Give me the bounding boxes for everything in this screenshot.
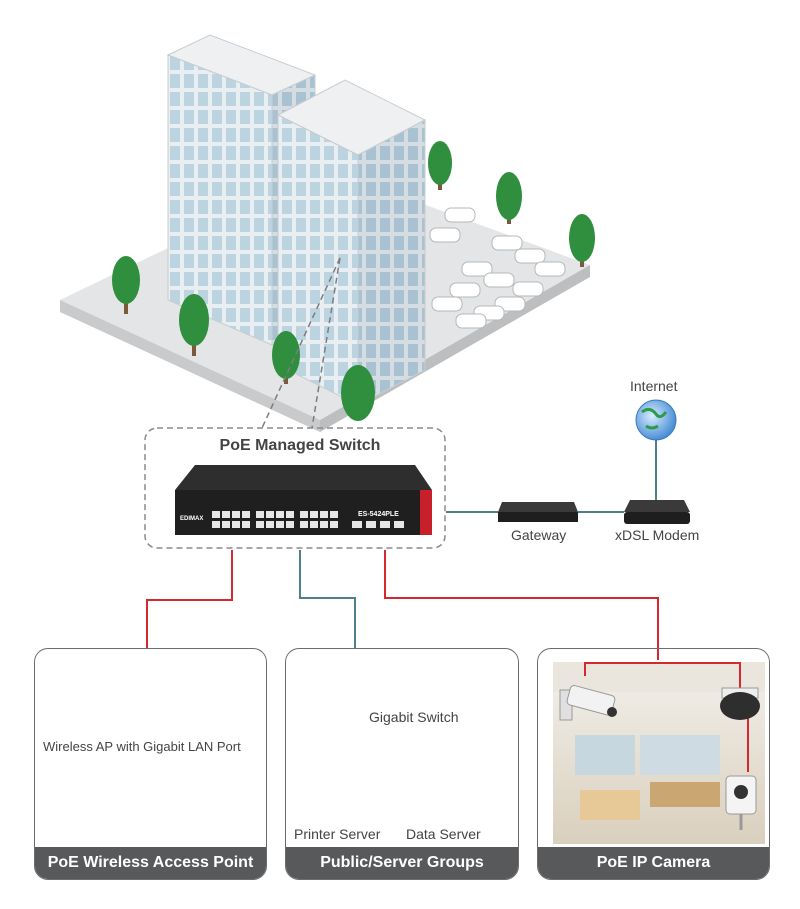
modem-label: xDSL Modem: [615, 527, 700, 543]
gateway-device: [498, 502, 578, 522]
panel-server-title: Public/Server Groups: [286, 847, 518, 879]
callout-lines: [261, 257, 341, 429]
wireless-ap-label: Wireless AP with Gigabit LAN Port: [43, 739, 241, 754]
panel-wireless-title: PoE Wireless Access Point: [35, 847, 266, 879]
downlink-cables: [146, 550, 659, 665]
panel-camera-title: PoE IP Camera: [538, 847, 769, 879]
uplink-cables: [446, 438, 657, 513]
bullet-camera-icon: [559, 685, 617, 721]
cube-camera-icon: [725, 775, 757, 830]
data-server-label: Data Server: [406, 826, 481, 842]
switch-model: ES-5424PLE: [358, 511, 399, 518]
panel-camera-graphics: [553, 662, 765, 844]
internet-label: Internet: [630, 378, 678, 394]
internet-globe: [635, 399, 677, 441]
panel-wireless-access-point: Wireless AP with Gigabit LAN Port PoE Wi…: [34, 648, 267, 880]
dome-camera-icon: [720, 687, 760, 720]
panel-server-groups: Gigabit Switch Printer Server Data Serve…: [285, 648, 519, 880]
gigabit-switch-label: Gigabit Switch: [369, 709, 459, 725]
gateway-label: Gateway: [511, 527, 567, 543]
printer-server-label: Printer Server: [294, 826, 381, 842]
xdsl-modem-device: [624, 500, 690, 524]
managed-switch: EDIMAX ES-5424PLE: [175, 465, 432, 535]
switch-brand: EDIMAX: [180, 516, 203, 522]
switch-ports: [212, 511, 404, 528]
panel-ip-camera: PoE IP Camera: [537, 648, 770, 880]
switch-title: PoE Managed Switch: [219, 437, 381, 454]
parked-cars: [429, 207, 566, 329]
switch-callout-box: [144, 427, 446, 549]
office-tower-right: [276, 79, 427, 406]
trees: [112, 141, 595, 421]
